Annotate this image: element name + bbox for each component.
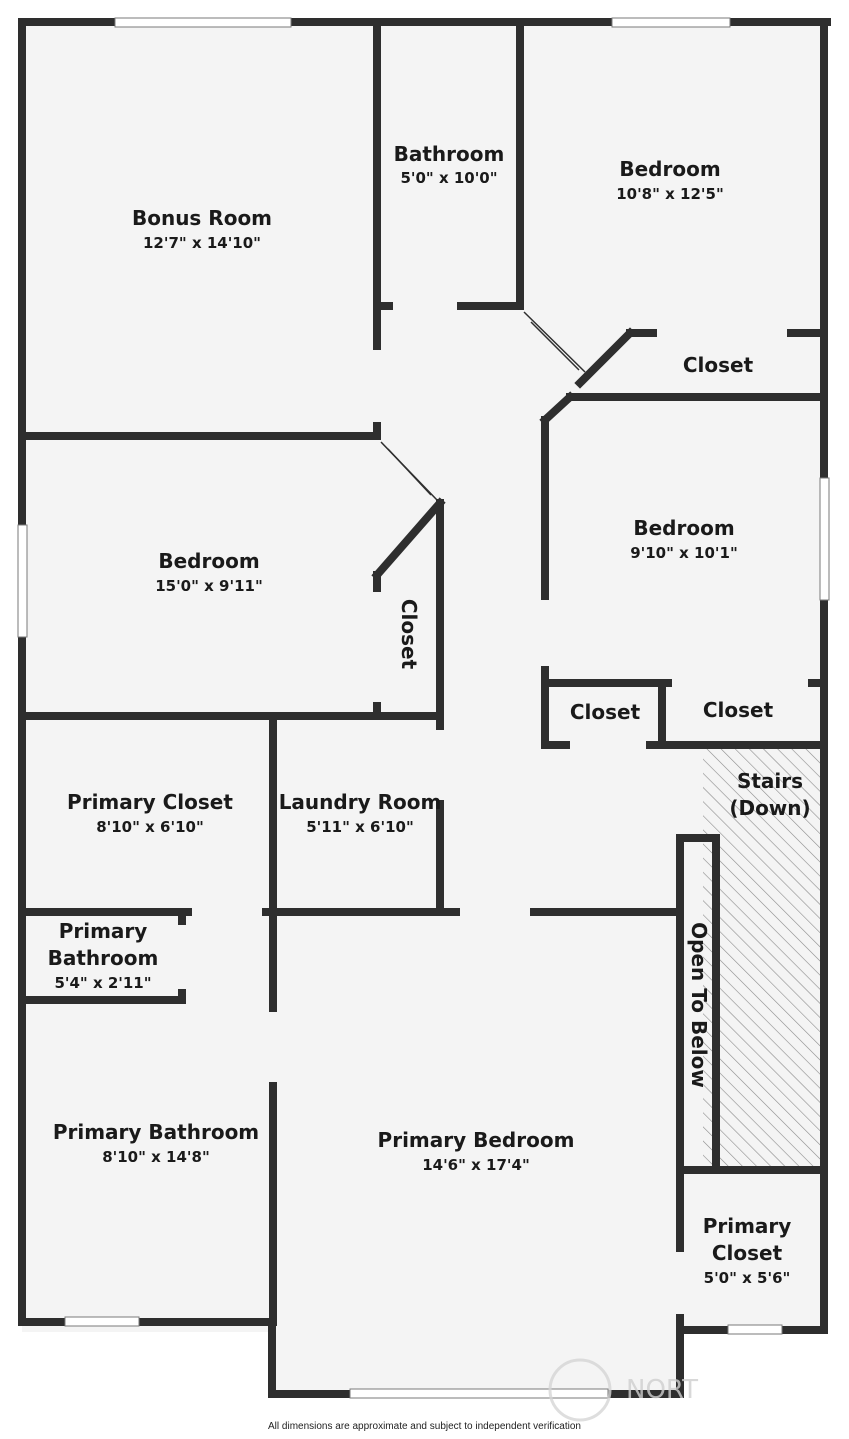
room-dims-primary-closet-upper: 8'10" x 6'10": [96, 818, 204, 836]
room-name-primary-bathroom: Primary Bathroom: [53, 1120, 259, 1144]
windows: [17, 17, 830, 1399]
room-name-bathroom-upper: Bathroom: [394, 142, 505, 166]
room-name-bonus-room: Bonus Room: [132, 206, 272, 230]
angled-opening-frames: [380, 311, 586, 501]
room-name-closet-upper-right: Closet: [683, 353, 754, 377]
room-name-bedroom-upper-right: Bedroom: [619, 157, 720, 181]
room-name-primary-closet-lower-1: Primary: [703, 1214, 792, 1238]
room-name-closet-small-right: Closet: [703, 698, 774, 722]
room-name-laundry-room: Laundry Room: [279, 790, 442, 814]
room-dims-bonus-room: 12'7" x 14'10": [143, 234, 261, 252]
disclaimer-text: All dimensions are approximate and subje…: [268, 1421, 581, 1432]
room-name-bedroom-right: Bedroom: [633, 516, 734, 540]
room-name-primary-closet-upper: Primary Closet: [67, 790, 233, 814]
room-name-primary-bathroom-small-1: Primary: [59, 919, 148, 943]
floor-areas: [22, 22, 827, 1394]
room-dims-laundry-room: 5'11" x 6'10": [306, 818, 414, 836]
room-name-primary-closet-lower-2: Closet: [712, 1241, 783, 1265]
watermark-text: NORT: [626, 1375, 698, 1405]
stairs-hatch: [703, 745, 823, 1170]
nwmls-logo-icon: [548, 1358, 612, 1422]
room-dims-primary-bedroom: 14'6" x 17'4": [422, 1156, 530, 1174]
room-dims-primary-bathroom-small: 5'4" x 2'11": [54, 974, 151, 992]
room-name-stairs: Stairs: [737, 769, 803, 793]
room-dims-primary-bathroom: 8'10" x 14'8": [102, 1148, 210, 1166]
room-dims-bedroom-upper-right: 10'8" x 12'5": [616, 185, 724, 203]
watermark: NORT: [548, 1358, 698, 1422]
room-name-bedroom-left: Bedroom: [158, 549, 259, 573]
room-name-open-to-below: Open To Below: [687, 922, 711, 1088]
room-name-closet-left: Closet: [397, 599, 421, 670]
room-labels: Bonus Room 12'7" x 14'10" Bathroom 5'0" …: [48, 142, 811, 1287]
room-name-stairs-down: (Down): [729, 796, 810, 820]
room-dims-bedroom-right: 9'10" x 10'1": [630, 544, 738, 562]
room-name-primary-bedroom: Primary Bedroom: [378, 1128, 575, 1152]
room-name-closet-small-left: Closet: [570, 700, 641, 724]
door-openings: [177, 301, 808, 1314]
room-dims-bathroom-upper: 5'0" x 10'0": [400, 169, 497, 187]
room-name-primary-bathroom-small-2: Bathroom: [48, 946, 159, 970]
room-dims-bedroom-left: 15'0" x 9'11": [155, 577, 263, 595]
room-dims-primary-closet-lower: 5'0" x 5'6": [704, 1269, 791, 1287]
